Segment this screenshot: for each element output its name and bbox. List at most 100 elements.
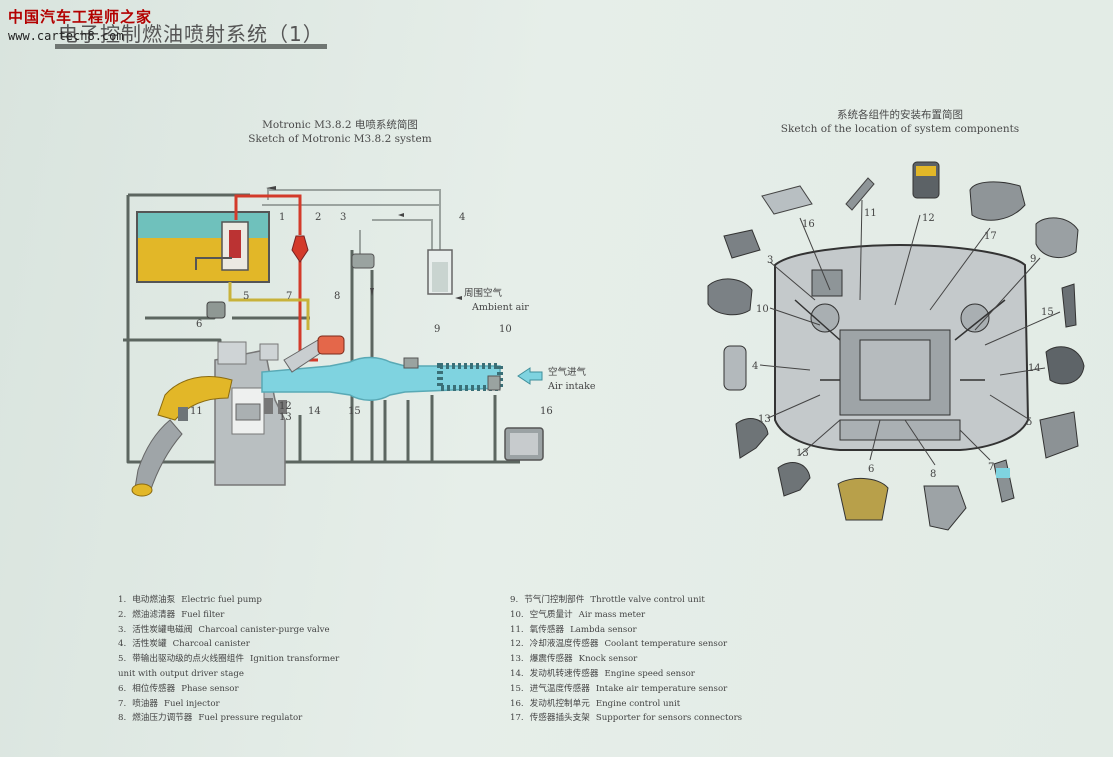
- component-icons: [707, 161, 1085, 531]
- location-label-7: 7: [988, 462, 994, 473]
- label-7: 7: [286, 291, 292, 302]
- coolant-temp-sensor-icon: [264, 398, 273, 414]
- location-sketch: 16 11 12 17 9 15 14 5 7 8 6 13 13 4 10 3: [707, 161, 1085, 531]
- phase-sensor-icon: [1039, 411, 1079, 459]
- ignition-coil-icon: [837, 478, 889, 521]
- location-sketch-caption: 系统各组件的安装布置简图 Sketch of the location of s…: [760, 108, 1040, 136]
- leader-lines: [759, 199, 1061, 466]
- fuel-filter-icon: [291, 235, 309, 263]
- flow-arrows: [266, 186, 462, 300]
- system-sketch-caption-cn: Motronic M3.8.2 电喷系统简图: [262, 119, 418, 131]
- system-sketch-caption: Motronic M3.8.2 电喷系统简图 Sketch of Motroni…: [190, 118, 490, 146]
- label-10: 10: [499, 324, 512, 335]
- piston-icon: [235, 403, 261, 421]
- watermark-url: www.cartech8.com: [8, 29, 124, 43]
- charcoal-canister-icon: [723, 345, 747, 391]
- label-13: 13: [279, 412, 292, 423]
- knock-sensor-icon: [777, 462, 811, 497]
- ignition-coil-icon: [217, 341, 247, 365]
- location-label-12: 12: [922, 213, 935, 224]
- title-underline: [55, 44, 327, 49]
- label-11: 11: [190, 406, 203, 417]
- system-sketch-caption-en: Sketch of Motronic M3.8.2 system: [248, 133, 432, 145]
- location-label-13b: 13: [796, 448, 809, 459]
- pressure-regulator-icon: [923, 485, 967, 531]
- location-label-10: 10: [756, 304, 769, 315]
- label-9: 9: [434, 324, 440, 335]
- ecu-icon: [761, 185, 813, 215]
- air-mass-meter-icon: [707, 278, 753, 316]
- label-5: 5: [243, 291, 249, 302]
- label-6: 6: [196, 319, 202, 330]
- engine-block: [214, 341, 286, 486]
- location-label-13a: 13: [758, 414, 771, 425]
- throttle-unit-icon: [403, 357, 419, 369]
- sensor-connector-support-icon: [969, 181, 1026, 221]
- system-sketch: 1 2 3 4 5 6 7 8 9 10 11 12 13 14 15 16 周…: [123, 186, 596, 497]
- lambda-sensor-icon: [845, 177, 875, 211]
- location-label-8: 8: [930, 469, 936, 480]
- pressure-regulator-icon: [317, 335, 345, 355]
- label-8: 8: [334, 291, 340, 302]
- location-label-5: 5: [1026, 417, 1032, 428]
- engine-bay: [774, 243, 1030, 451]
- location-label-6: 6: [868, 464, 874, 475]
- intake-air-temp-sensor-icon: [1061, 283, 1077, 328]
- label-1: 1: [279, 212, 285, 223]
- location-label-15: 15: [1041, 307, 1054, 318]
- legend-item-continued: unit with output driver stage: [118, 668, 244, 679]
- label-12: 12: [279, 401, 292, 412]
- location-sketch-caption-cn: 系统各组件的安装布置简图: [837, 109, 963, 121]
- knock-sensor-icon: [735, 418, 769, 459]
- label-4: 4: [459, 212, 465, 223]
- exhaust-system: [131, 376, 233, 497]
- ambient-air-label-cn: 周围空气: [464, 287, 503, 299]
- label-16: 16: [540, 406, 553, 417]
- location-label-16: 16: [802, 219, 815, 230]
- label-3: 3: [340, 212, 346, 223]
- watermark: 中国汽车工程师之家 www.cartech8.com: [8, 6, 152, 43]
- ambient-air-label-en: Ambient air: [471, 302, 529, 313]
- purge-valve-icon: [351, 253, 375, 269]
- location-label-17: 17: [984, 231, 997, 242]
- watermark-cn: 中国汽车工程师之家: [8, 8, 153, 26]
- location-label-11: 11: [864, 208, 877, 219]
- location-sketch-caption-en: Sketch of the location of system compone…: [780, 123, 1020, 135]
- location-label-4: 4: [752, 361, 758, 372]
- label-15: 15: [348, 406, 361, 417]
- exhaust-outlet-icon: [131, 483, 153, 497]
- label-2: 2: [315, 212, 321, 223]
- purge-valve-icon: [723, 229, 761, 259]
- air-intake-label-cn: 空气进气: [548, 366, 587, 378]
- label-14: 14: [308, 406, 321, 417]
- phase-sensor-icon: [206, 301, 226, 319]
- knock-sensor-icon: [278, 400, 287, 414]
- lambda-sensor-icon: [178, 407, 188, 421]
- location-label-14: 14: [1028, 363, 1041, 374]
- vapor-line: [262, 188, 441, 262]
- engine-speed-sensor-icon: [1045, 346, 1085, 385]
- fuel-injector-icon: [993, 459, 1015, 503]
- fuel-tank: [136, 211, 270, 283]
- page-title: 电子控制燃油喷射系统（1）: [58, 22, 324, 46]
